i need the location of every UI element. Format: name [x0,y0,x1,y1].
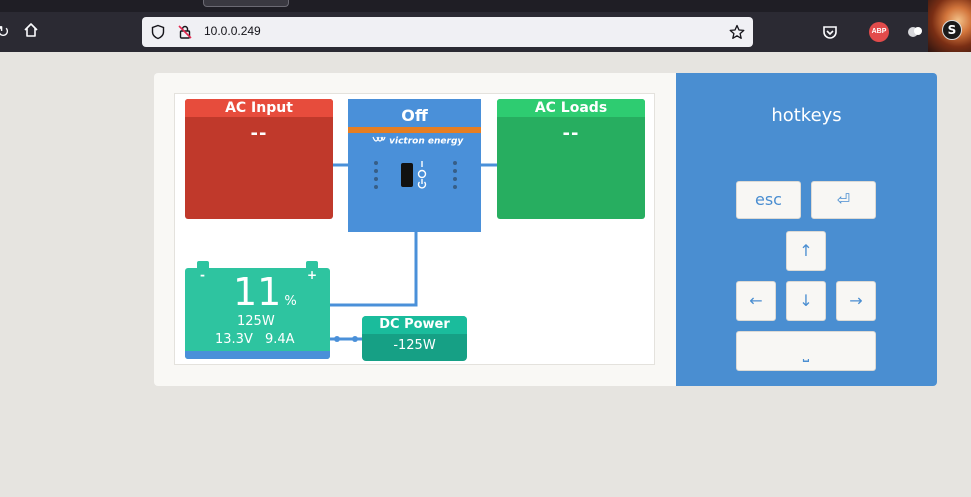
tab-strip [0,0,971,12]
avatar-letter: S [942,20,962,40]
address-bar[interactable]: 10.0.0.249 [142,17,753,47]
switch-mode-icon [416,160,428,190]
inverter-state: Off [401,106,428,125]
space-key-button[interactable]: ⎵ [736,331,876,371]
ac-loads-value: -- [562,123,580,144]
esc-key-button[interactable]: esc [736,181,801,219]
inverter-box[interactable]: Off victron energy [348,99,481,232]
dc-power-box[interactable]: DC Power -125W [362,316,467,361]
battery-footer-bar [185,351,330,359]
right-arrow-key-button[interactable]: → [836,281,876,321]
hotkeys-title: hotkeys [771,105,842,126]
ac-input-box[interactable]: AC Input -- [185,99,333,219]
battery-power: 125W [237,314,275,329]
dc-power-title: DC Power [362,316,467,334]
hotkeys-panel: hotkeys esc ⏎ ↑ ← ↓ → ⎵ [676,73,937,386]
ac-loads-title: AC Loads [497,99,645,117]
profile-avatar-icon[interactable]: S [928,0,971,52]
bookmark-star-icon[interactable] [729,24,745,40]
battery-terminal-negative [197,261,209,268]
battery-soc-unit: % [284,294,297,309]
ac-input-title: AC Input [185,99,333,117]
insecure-lock-icon[interactable] [177,24,193,40]
home-icon[interactable] [20,21,42,43]
ac-loads-box[interactable]: AC Loads -- [497,99,645,219]
enter-key-button[interactable]: ⏎ [811,181,876,219]
battery-voltage-current: 13.3V 9.4A [215,332,295,347]
battery-box[interactable]: - + 11% 125W 13.3V 9.4A [185,261,330,359]
inverter-stripe [348,127,481,133]
browser-navbar: ↻ 10.0.0.249 ABP [0,12,971,52]
victron-waves-icon [372,136,386,142]
up-arrow-key-button[interactable]: ↑ [786,231,826,271]
adblock-plus-icon[interactable]: ABP [869,22,889,42]
shield-icon[interactable] [150,24,166,40]
extension-puzzle-icon[interactable] [905,22,925,42]
led-column-right [453,161,457,193]
battery-minus-label: - [200,268,205,282]
reload-icon[interactable]: ↻ [0,22,10,41]
battery-plus-label: + [307,268,318,282]
down-arrow-key-button[interactable]: ↓ [786,281,826,321]
ac-input-value: -- [250,123,268,144]
battery-voltage: 13.3V [215,332,253,347]
brand-text: victron energy [389,136,464,147]
left-arrow-key-button[interactable]: ← [736,281,776,321]
dc-power-value: -125W [393,338,436,353]
battery-terminal-positive [306,261,318,268]
url-text[interactable]: 10.0.0.249 [204,24,261,38]
active-tab[interactable] [203,0,289,7]
pocket-icon[interactable] [820,22,840,42]
led-column-left [374,161,378,193]
battery-current: 9.4A [264,332,295,347]
victron-logo: victron energy [372,135,463,147]
power-switch[interactable] [401,163,413,187]
battery-soc: 11% [233,270,297,324]
battery-soc-value: 11 [233,270,282,314]
